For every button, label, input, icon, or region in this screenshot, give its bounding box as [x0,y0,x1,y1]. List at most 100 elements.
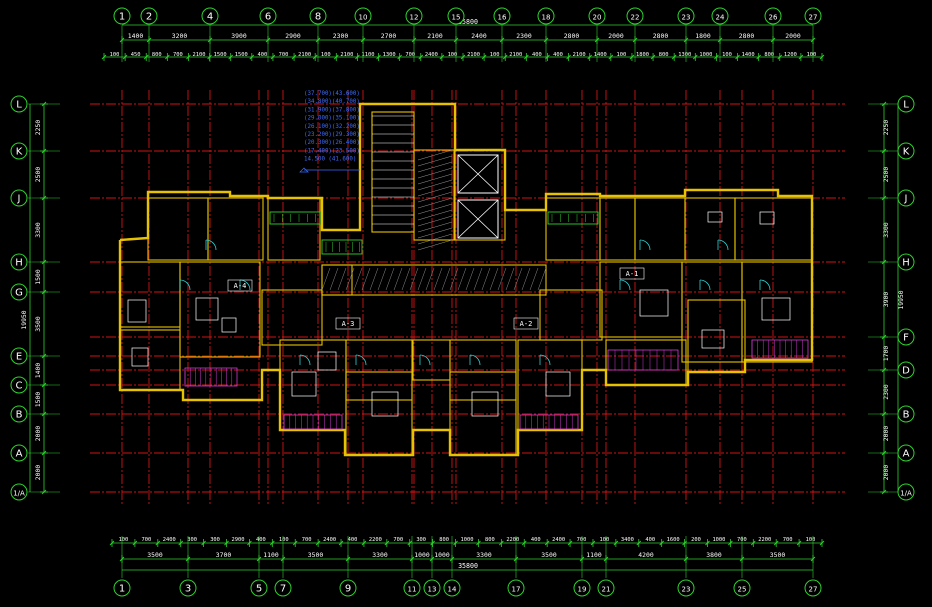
axis-bubble: 27 [804,579,822,597]
axis-bubble: 7 [274,579,292,597]
dimension-text: 100 [617,52,627,58]
corridor-hatch [393,267,403,291]
elevator-shaft [457,199,499,239]
furniture [131,347,149,367]
dimension-slash [544,540,550,546]
room-partition [267,197,321,261]
axis-bubble-label: K [16,147,23,158]
dimension-text: 2800 [653,32,669,40]
dimension-text: 2100 [467,52,480,58]
elevation-note: (37.700)(43.600) [304,91,360,97]
axis-bubble-circle [897,405,915,423]
axis-bubble-label: 23 [682,586,691,594]
dimension-text: 800 [439,537,449,543]
axis-bubble: 12 [405,7,423,25]
shaft-hatch [417,197,453,209]
axis-bubble-label: 2 [146,12,152,23]
room-partition [599,197,636,261]
dimension-text: 3500 [541,551,557,559]
corridor-hatch [537,267,547,291]
dimension-slash [361,540,367,546]
shaft-hatch [417,215,453,227]
dimension-text: 300 [416,537,426,543]
axis-bubble-label: H [15,258,23,269]
dimension-text: 300 [187,537,197,543]
unit-label: A-4 [234,282,247,290]
unit-label: A-1 [626,270,639,278]
unit-label-box [619,267,645,280]
axis-bubble-label: 25 [738,586,747,594]
axis-bubble-circle [113,7,131,25]
axis-bubble: 11 [403,579,421,597]
dimension-text: 3700 [216,551,232,559]
dimension-text: 200 [691,537,701,543]
shaft-hatch [417,173,453,185]
planter [547,211,599,225]
dimension-text: 3300 [34,222,42,238]
dimension-text: 700 [393,537,403,543]
axis-bubble-label: A [16,449,23,460]
corridor-hatch [409,267,419,291]
axis-bubble: 1/A [10,483,28,501]
axis-bubble-label: J [17,194,21,205]
room-partition [449,371,517,456]
axis-bubble: J [10,189,28,207]
dimension-text: 1800 [636,52,649,58]
elevator-cross [457,154,499,194]
axis-bubble-label: K [903,147,910,158]
axis-bubble-label: G [15,288,23,299]
axis-bubble: E [10,347,28,365]
corridor-hatch [449,267,459,291]
axis-bubble-label: 1 [119,584,125,595]
axis-bubble-label: 17 [512,586,521,594]
axis-bubble-label: 21 [602,586,611,594]
dimension-slash [502,54,508,60]
room-partition [687,299,746,373]
axis-bubble-circle [897,483,915,501]
axis-bubble: J [897,189,915,207]
dimension-text: 1100 [586,551,602,559]
axis-bubble-label: J [904,194,908,205]
elevator-cross [457,199,499,239]
axis-bubble-circle [179,579,197,597]
axis-bubble-label: B [16,410,23,421]
door-swing [717,239,729,251]
dimension-text: 2000 [882,465,890,481]
axis-bubble: D [897,361,915,379]
room-partition [207,197,264,261]
dimension-text: 1000 [461,537,474,543]
axis-bubble-circle [250,579,268,597]
dimension-text: 400 [258,52,268,58]
dimension-text: 1400 [742,52,755,58]
unit-label-box [513,317,539,330]
dimension-text: 3900 [231,32,247,40]
door-swing [299,354,311,366]
axis-bubble: 14 [443,579,461,597]
axis-bubble: B [897,405,915,423]
axis-bubble-circle [10,142,28,160]
axis-bubble-label: L [903,100,909,111]
dimension-text: 2800 [564,32,580,40]
room-partition [454,149,506,241]
dimension-text: 400 [348,537,358,543]
axis-bubble-circle [764,7,782,25]
dimension-text: 100 [448,52,458,58]
elevation-note: (23.200)(29.300) [304,132,360,138]
dimension-text: 1500 [34,392,42,408]
axis-bubble-label: 8 [315,12,321,23]
elevation-note: 14.500 (41.600) [304,157,356,163]
dimension-text: 2100 [340,52,353,58]
dimension-text: 1300 [383,52,396,58]
dimension-text: 2000 [34,465,42,481]
corridor-hatch [385,267,395,291]
elevator-shaft [457,154,499,194]
furniture [195,297,219,321]
shaft-hatch [417,149,453,161]
elevation-note: (29.000)(35.100) [304,116,360,122]
axis-bubble-label: L [16,100,22,111]
dimension-text: 100 [279,537,289,543]
axis-bubble: C [10,376,28,394]
dimension-text: 700 [405,52,415,58]
dimension-slash [524,54,529,60]
shaft-hatch [417,179,453,191]
